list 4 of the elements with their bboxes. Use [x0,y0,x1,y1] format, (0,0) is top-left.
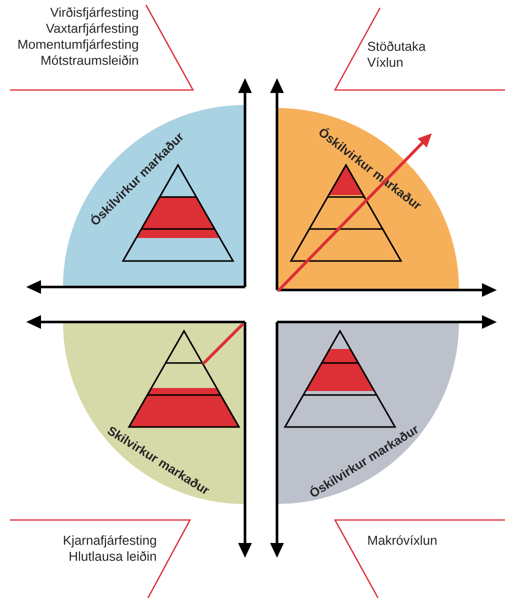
note-box: Kjarnafjárfesting Hlutlausa leiðin [10,519,192,598]
note-box: Makróvíxlun [334,519,505,598]
note-box: Stöðutaka Víxlun [334,8,505,91]
note-box: Virðisfjárfesting Vaxtarfjárfesting Momentumfjárfesting Mótstraumsleiðin [10,4,194,91]
